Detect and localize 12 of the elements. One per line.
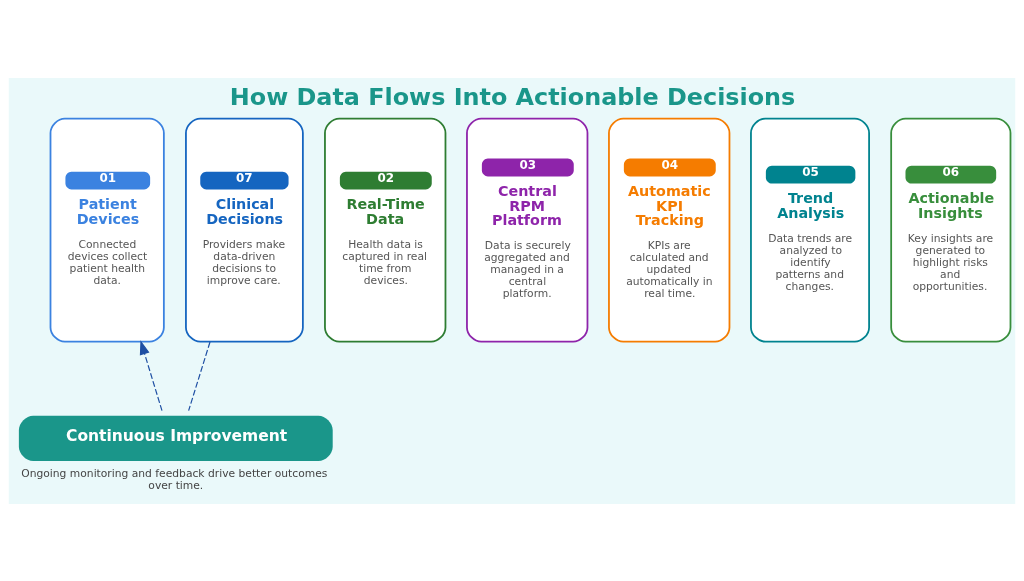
- diagram-title: How Data Flows Into Actionable Decisions: [229, 82, 796, 111]
- node-box: 01 Patient Devices Connected devices collect patient health data.: [49, 117, 165, 343]
- node-box: 04 Automatic KPI Tracking KPIs are calculated and updated automatically in real time.: [608, 117, 731, 343]
- node-box: 07 Clinical Decisions Providers make data-driven decisions to improve care.: [185, 117, 304, 343]
- node-box: 05 Trend Analysis Data trends are analyzed to identify patterns and changes.: [750, 117, 870, 343]
- arrow: [139, 339, 163, 411]
- node-label: Ongoing monitoring and feedback drive better outcomes over time.: [21, 466, 328, 492]
- node-box: Continuous Improvement: [18, 415, 333, 461]
- connector: [188, 340, 211, 411]
- node-box: 02 Real-Time Data Health data is captured in real time from devices.: [324, 117, 447, 343]
- node-box: 03 Central RPM Platform Data is securely aggregated and managed in a central platform.: [466, 117, 589, 343]
- node-box: 06 Actionable Insights Key insights are generated to highlight risks and opportunities.: [890, 117, 1012, 343]
